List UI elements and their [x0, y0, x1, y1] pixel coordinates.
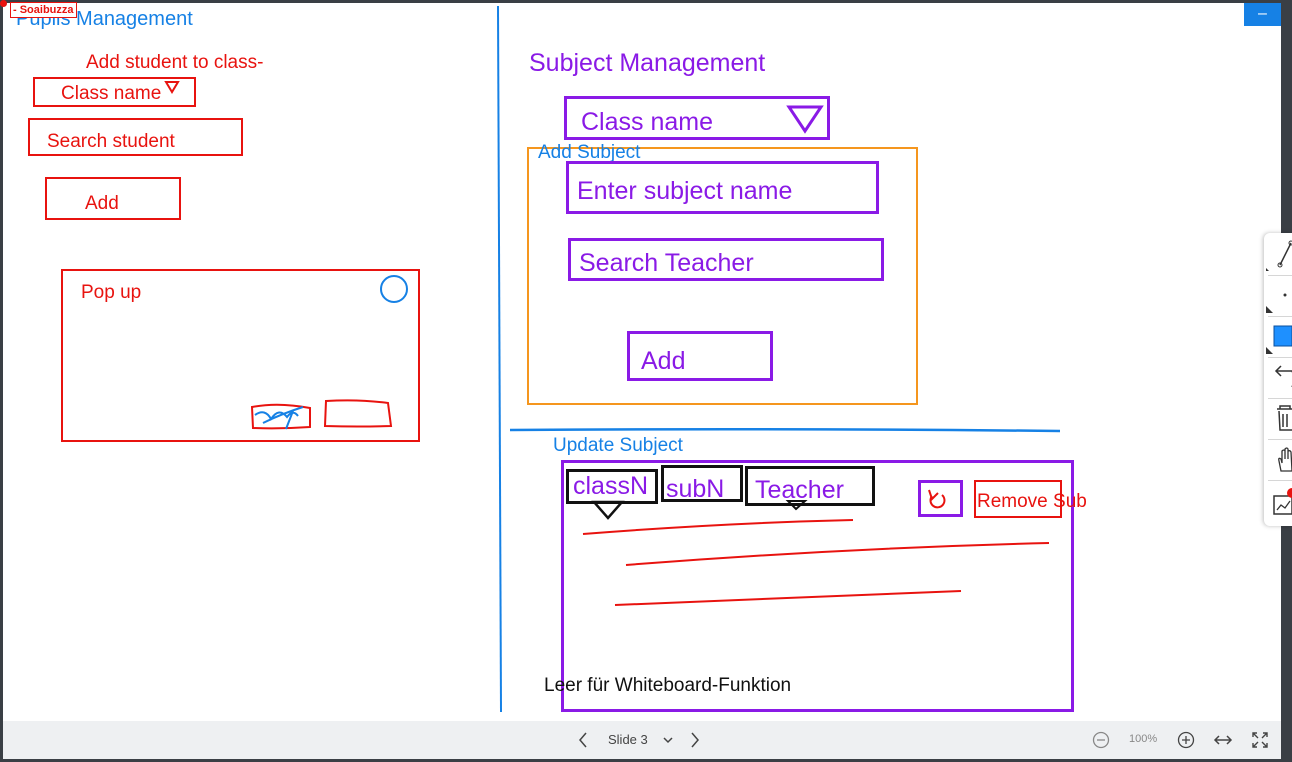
slide-label: Slide 3 [608, 732, 648, 747]
remove-subject-button[interactable]: Remove Sub [974, 480, 1087, 518]
add-student-button[interactable]: Add [45, 177, 181, 220]
add-subject-label: Add Subject [538, 142, 641, 163]
presentation-bar: Slide 3 100% [3, 721, 1281, 759]
update-subject-panel [561, 460, 1074, 712]
whiteboard-note: Leer für Whiteboard-Funktion [544, 675, 792, 696]
update-subject-label: Update Subject [553, 435, 683, 456]
class-name-dropdown[interactable]: Class name [33, 77, 196, 107]
point-tool-icon[interactable] [1264, 277, 1292, 313]
fit-width-icon[interactable] [1213, 731, 1233, 754]
subject-title: Subject Management [529, 49, 766, 77]
search-teacher-label: Search Teacher [579, 249, 754, 277]
remove-subject-label: Remove Sub [977, 491, 1087, 512]
whiteboard-canvas[interactable]: Pupils Management Add student to class- … [3, 3, 1281, 721]
refresh-button[interactable] [918, 480, 963, 517]
subject-class-dropdown[interactable]: Class name [564, 96, 830, 140]
zoom-out-icon[interactable] [1092, 731, 1110, 754]
add-student-label: Add [85, 193, 119, 214]
popup-box: Pop up [61, 269, 420, 442]
zoom-in-icon[interactable] [1177, 731, 1195, 754]
search-teacher-input[interactable]: Search Teacher [568, 238, 884, 281]
slide-select-chevron-icon[interactable] [661, 733, 675, 752]
delete-icon[interactable] [1264, 400, 1292, 436]
undo-icon[interactable] [1264, 359, 1292, 395]
search-student-input[interactable]: Search student [28, 118, 243, 156]
class-column-label: classN [573, 472, 649, 500]
shape-tool-icon[interactable] [1264, 318, 1292, 354]
popup-label: Pop up [81, 282, 142, 303]
author-indicator-dot [0, 0, 7, 7]
add-student-heading: Add student to class- [86, 52, 264, 73]
drawing-toolbar [1264, 233, 1292, 526]
minimize-button[interactable]: – [1244, 3, 1281, 26]
pan-hand-icon[interactable] [1264, 441, 1292, 477]
slides-icon[interactable] [1264, 484, 1292, 520]
zoom-level: 100% [1129, 733, 1158, 745]
subject-column-label: subN [666, 475, 725, 503]
subject-class-label: Class name [581, 108, 713, 136]
fullscreen-icon[interactable] [1251, 731, 1269, 754]
drawing-strokes [164, 5, 1061, 713]
add-subject-button[interactable]: Add [627, 331, 773, 381]
line-tool-icon[interactable] [1264, 235, 1292, 275]
class-column-dropdown[interactable]: classN [566, 469, 658, 504]
subject-column-field[interactable]: subN [661, 465, 743, 503]
enter-subject-input[interactable]: Enter subject name [566, 161, 879, 214]
teacher-column-label: Teacher [755, 476, 844, 504]
teacher-column-dropdown[interactable]: Teacher [745, 466, 875, 506]
author-tag: - Soaibuzza [10, 2, 77, 18]
refresh-icon [921, 483, 960, 514]
enter-subject-label: Enter subject name [577, 177, 793, 205]
search-student-label: Search student [47, 131, 175, 152]
class-name-label: Class name [61, 83, 162, 104]
previous-slide-button[interactable] [577, 731, 589, 754]
next-slide-button[interactable] [689, 731, 701, 754]
add-subject-button-label: Add [641, 347, 686, 375]
